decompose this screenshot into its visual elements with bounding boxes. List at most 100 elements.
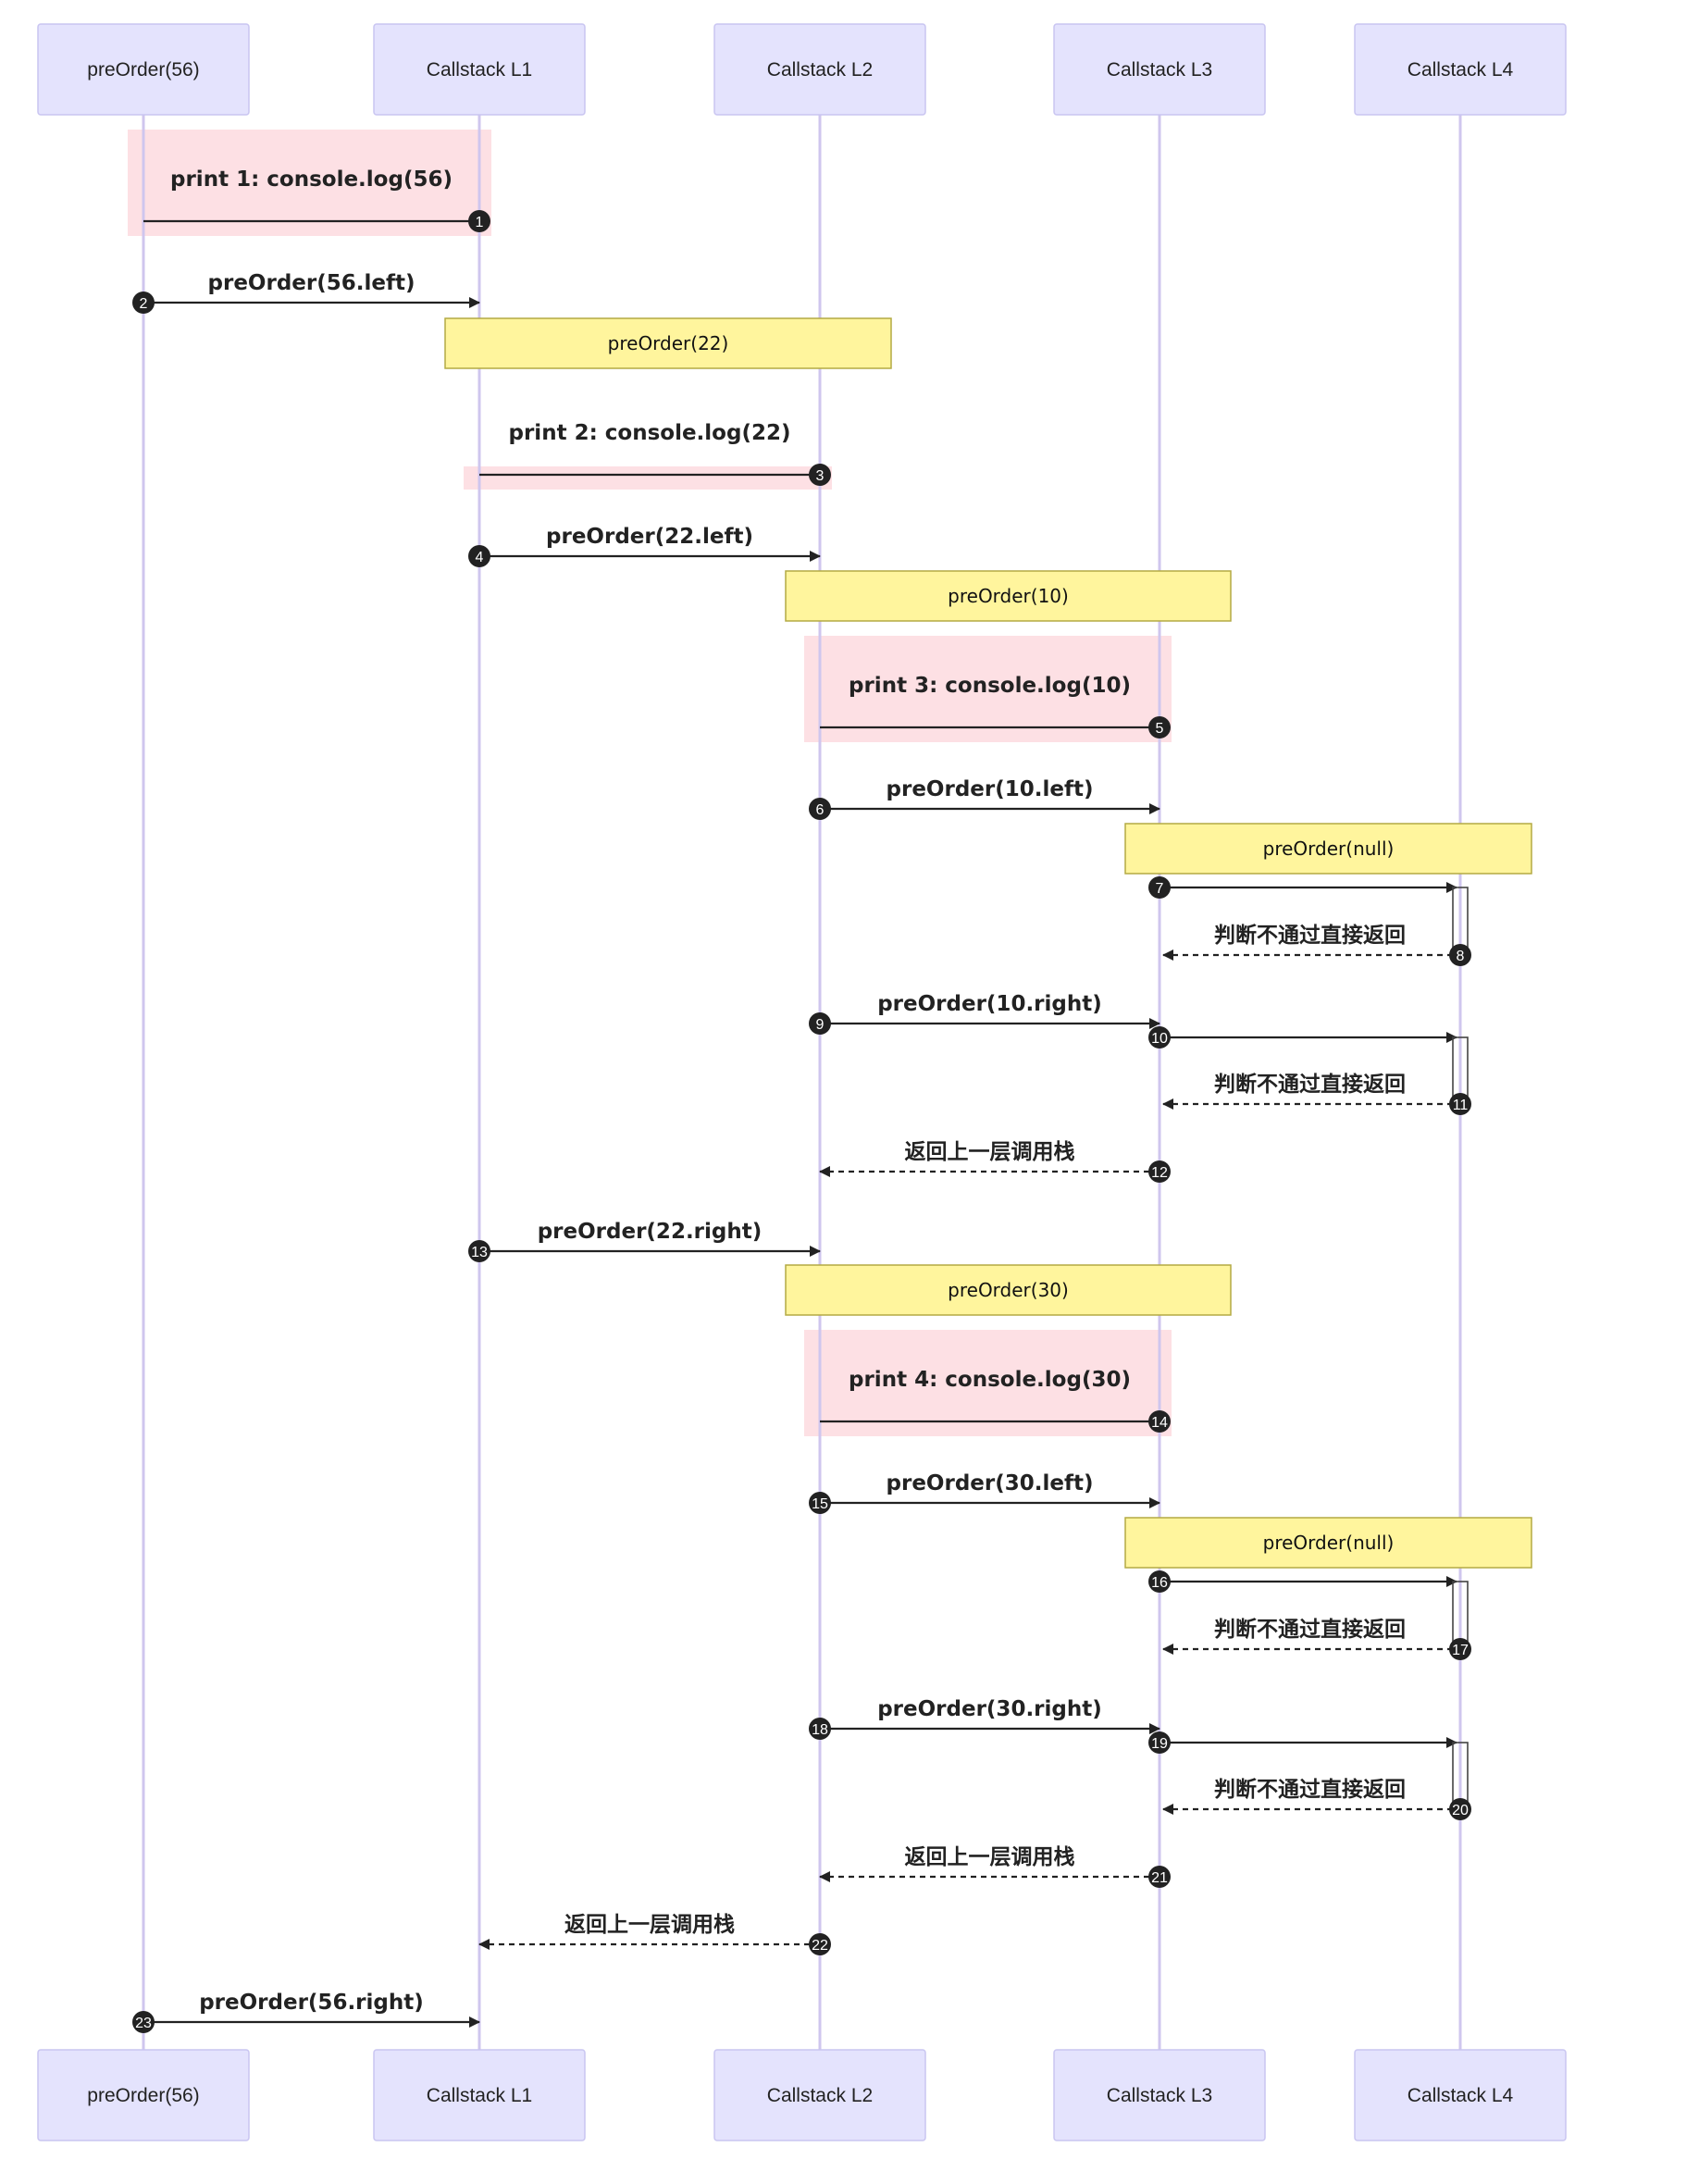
sequence-number: 8 (1457, 949, 1465, 964)
message-9: preOrder(10.right)9 (809, 992, 1160, 1035)
actor-label: Callstack L3 (1107, 2085, 1212, 2106)
sequence-number-badge (132, 292, 155, 314)
note-4: preOrder(30) (785, 1264, 1232, 1316)
sequence-number-badge (132, 2011, 155, 2033)
sequence-number-badge (1148, 1866, 1171, 1888)
message-label: preOrder(30.left) (887, 1471, 1094, 1495)
sequence-number: 14 (1151, 1415, 1168, 1431)
actor-label: Callstack L4 (1408, 59, 1514, 81)
note-1: preOrder(22) (444, 317, 892, 369)
sequence-number: 1 (476, 215, 484, 230)
note-2: preOrder(10) (785, 570, 1232, 622)
actor-label: Callstack L4 (1408, 2085, 1514, 2106)
message-18: preOrder(30.right)18 (809, 1697, 1160, 1740)
actor-box (1354, 2049, 1567, 2141)
actor-box (713, 23, 926, 116)
actor-top-p1: Callstack L1 (373, 23, 586, 116)
message-label: 返回上一层调用栈 (564, 1913, 735, 1937)
actor-bottom-p1: Callstack L1 (373, 2049, 586, 2141)
message-14: print 4: console.log(30)14 (820, 1368, 1171, 1433)
message-label: preOrder(30.right) (877, 1697, 1102, 1721)
actor-top-p0: preOrder(56) (37, 23, 250, 116)
message-16: 16 (1148, 1570, 1469, 1650)
sequence-number: 19 (1151, 1736, 1168, 1752)
message-4: preOrder(22.left) 4 (468, 525, 821, 567)
highlight-block (128, 130, 491, 236)
note-text: preOrder(22) (608, 332, 729, 354)
sequence-number: 3 (816, 468, 825, 484)
actor-box (1053, 23, 1266, 116)
message-label: print 2: console.log(22) (509, 421, 791, 445)
sequence-number-badge (809, 464, 831, 486)
message-label: 返回上一层调用栈 (905, 1140, 1075, 1164)
sequence-number: 11 (1453, 1098, 1469, 1113)
message-label: 判断不通过直接返回 (1214, 923, 1406, 948)
actor-box (1053, 2049, 1266, 2141)
note-box (785, 1264, 1232, 1316)
sequence-number-badge (809, 1933, 831, 1955)
sequence-number-badge (1148, 1160, 1171, 1183)
message-label: preOrder(10.left) (887, 777, 1094, 801)
message-label: preOrder(22.right) (538, 1220, 763, 1244)
message-label: preOrder(22.left) (546, 525, 753, 549)
message-label: 返回上一层调用栈 (905, 1845, 1075, 1869)
note-text: preOrder(10) (948, 585, 1069, 607)
sequence-number-badge (809, 1492, 831, 1514)
sequence-number: 5 (1156, 721, 1164, 737)
note-text: preOrder(null) (1263, 838, 1395, 860)
sequence-number-badge (809, 798, 831, 820)
message-3: print 2: console.log(22) 3 (479, 421, 831, 486)
message-label: 判断不通过直接返回 (1214, 1777, 1406, 1802)
message-8: 判断不通过直接返回 8 (1162, 923, 1471, 966)
actor-top-p2: Callstack L2 (713, 23, 926, 116)
message-label: 判断不通过直接返回 (1214, 1072, 1406, 1097)
message-label: preOrder(56.right) (199, 1991, 424, 2015)
actor-box (37, 23, 250, 116)
note-box (1124, 1517, 1532, 1569)
note-3: preOrder(null) (1124, 823, 1532, 875)
sequence-number-badge (1148, 1026, 1171, 1049)
sequence-number: 16 (1151, 1575, 1168, 1591)
highlight-block (464, 466, 832, 490)
actor-box (373, 2049, 586, 2141)
actor-bottom-p3: Callstack L3 (1053, 2049, 1266, 2141)
sequence-number-badge (1148, 1570, 1171, 1593)
sequence-number: 6 (816, 802, 825, 818)
sequence-number: 15 (812, 1496, 828, 1512)
actor-bottom-p0: preOrder(56) (37, 2049, 250, 2141)
message-15: preOrder(30.left) 15 (809, 1471, 1160, 1514)
actor-top-p4: Callstack L4 (1354, 23, 1567, 116)
message-label: 判断不通过直接返回 (1214, 1617, 1406, 1642)
note-box (785, 570, 1232, 622)
sequence-number-badge (1148, 1731, 1171, 1754)
sequence-number-badge (468, 1240, 490, 1262)
message-19: 19 (1148, 1731, 1469, 1810)
message-21: 返回上一层调用栈 21 (819, 1845, 1171, 1888)
actor-label: preOrder(56) (87, 59, 199, 81)
actor-label: Callstack L3 (1107, 59, 1212, 81)
actor-box (1354, 23, 1567, 116)
sequence-number: 4 (476, 550, 484, 565)
actor-box (37, 2049, 250, 2141)
message-label: print 3: console.log(10) (849, 674, 1131, 698)
actor-label: Callstack L2 (767, 2085, 873, 2106)
sequence-number: 9 (816, 1017, 825, 1033)
actor-label: Callstack L2 (767, 59, 873, 81)
message-2: preOrder(56.left)2 (132, 271, 480, 314)
actor-top-p3: Callstack L3 (1053, 23, 1266, 116)
note-text: preOrder(null) (1263, 1532, 1395, 1554)
sequence-number-badge (809, 1012, 831, 1035)
actor-bottom-p2: Callstack L2 (713, 2049, 926, 2141)
sequence-number: 21 (1151, 1870, 1168, 1886)
actor-label: preOrder(56) (87, 2085, 199, 2106)
message-13: preOrder(22.right)13 (468, 1220, 821, 1262)
note-text: preOrder(30) (948, 1279, 1069, 1301)
sequence-number-badge (1449, 944, 1471, 966)
message-6: preOrder(10.left) 6 (809, 777, 1160, 820)
sequence-number-badge (1148, 716, 1171, 738)
message-7: 7 (1148, 876, 1469, 956)
